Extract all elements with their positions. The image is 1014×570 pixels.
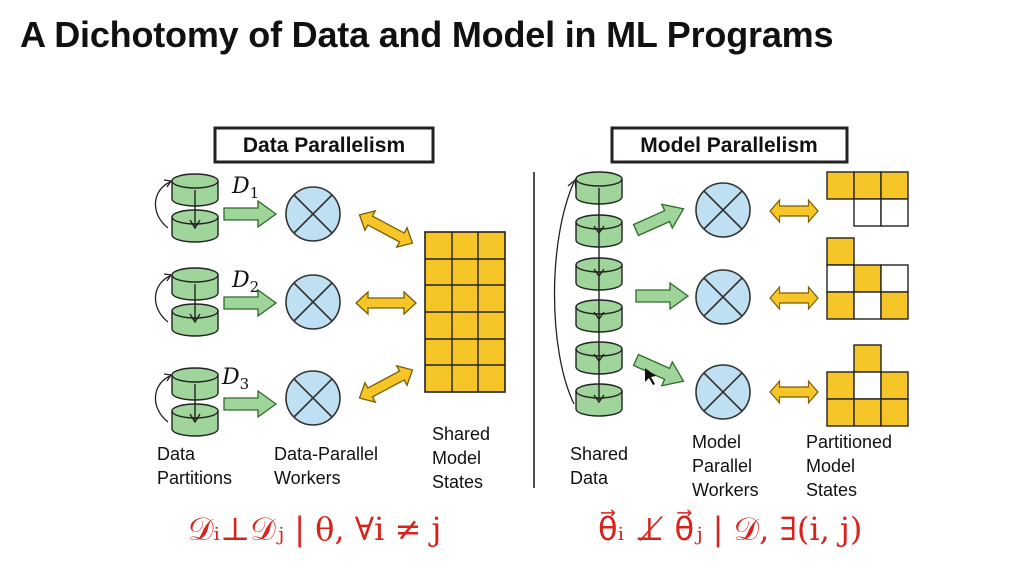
data-parallelism-header-box xyxy=(213,126,435,164)
model-parallel-worker-2 xyxy=(695,269,751,325)
data-partition-1 xyxy=(154,173,219,243)
model-parallel-worker-3 xyxy=(695,364,751,420)
data-partition-2 xyxy=(154,267,219,337)
data-parallelism-header: Data Parallelism xyxy=(243,134,405,157)
sync-arrow-2 xyxy=(355,291,417,315)
partition-label-1: D1 xyxy=(231,174,259,202)
mouse-cursor-icon xyxy=(645,368,656,385)
model-flow-arrow-3 xyxy=(630,347,690,394)
sync-arrow-3 xyxy=(353,359,419,409)
data-parallel-worker-1 xyxy=(285,186,341,242)
model-flow-arrow-1 xyxy=(630,196,690,243)
model-parallelism-header: Model Parallelism xyxy=(640,134,817,157)
data-parallel-worker-2 xyxy=(285,274,341,330)
sync-arrow-1 xyxy=(353,204,419,254)
model-parallel-worker-1 xyxy=(695,182,751,238)
partitioned-model-states-caption: Partitioned Model States xyxy=(806,432,897,500)
shared-model-states-grid xyxy=(424,231,506,393)
partition-label-3: D3 xyxy=(221,365,249,393)
data-parallel-worker-3 xyxy=(285,370,341,426)
model-parallelism-panel: Model Parallelism xyxy=(553,126,909,500)
data-flow-arrow-1 xyxy=(223,200,277,228)
partitioned-state-2 xyxy=(826,237,909,320)
model-parallelism-header-box xyxy=(610,126,849,164)
model-sync-arrow-1 xyxy=(769,199,819,223)
data-parallel-workers-caption: Data-Parallel Workers xyxy=(274,444,383,488)
model-sync-arrow-2 xyxy=(769,286,819,310)
data-parallelism-panel: Data Parallelism D1 D2 xyxy=(154,126,506,492)
model-flow-arrow-2 xyxy=(635,282,689,310)
data-parallel-formula: 𝒟ᵢ⊥𝒟ⱼ | θ, ∀i ≠ j xyxy=(188,510,442,548)
partitioned-state-3 xyxy=(826,344,909,427)
data-flow-arrow-3 xyxy=(223,390,277,418)
shared-data-caption: Shared Data xyxy=(570,444,633,488)
slide-title: A Dichotomy of Data and Model in ML Prog… xyxy=(20,14,834,55)
data-partitions-caption: Data Partitions xyxy=(157,444,232,488)
shared-data-stack xyxy=(553,171,623,417)
shared-model-states-caption: Shared Model States xyxy=(432,424,495,492)
model-sync-arrow-3 xyxy=(769,380,819,404)
partitioned-state-1 xyxy=(826,171,909,227)
model-parallel-workers-caption: Model Parallel Workers xyxy=(692,432,759,500)
data-partition-3 xyxy=(154,367,219,437)
partition-label-2: D2 xyxy=(231,268,259,296)
model-parallel-formula: θ⃗ᵢ ⊥̸ θ⃗ⱼ | 𝒟, ∃(i, j) xyxy=(598,510,863,548)
